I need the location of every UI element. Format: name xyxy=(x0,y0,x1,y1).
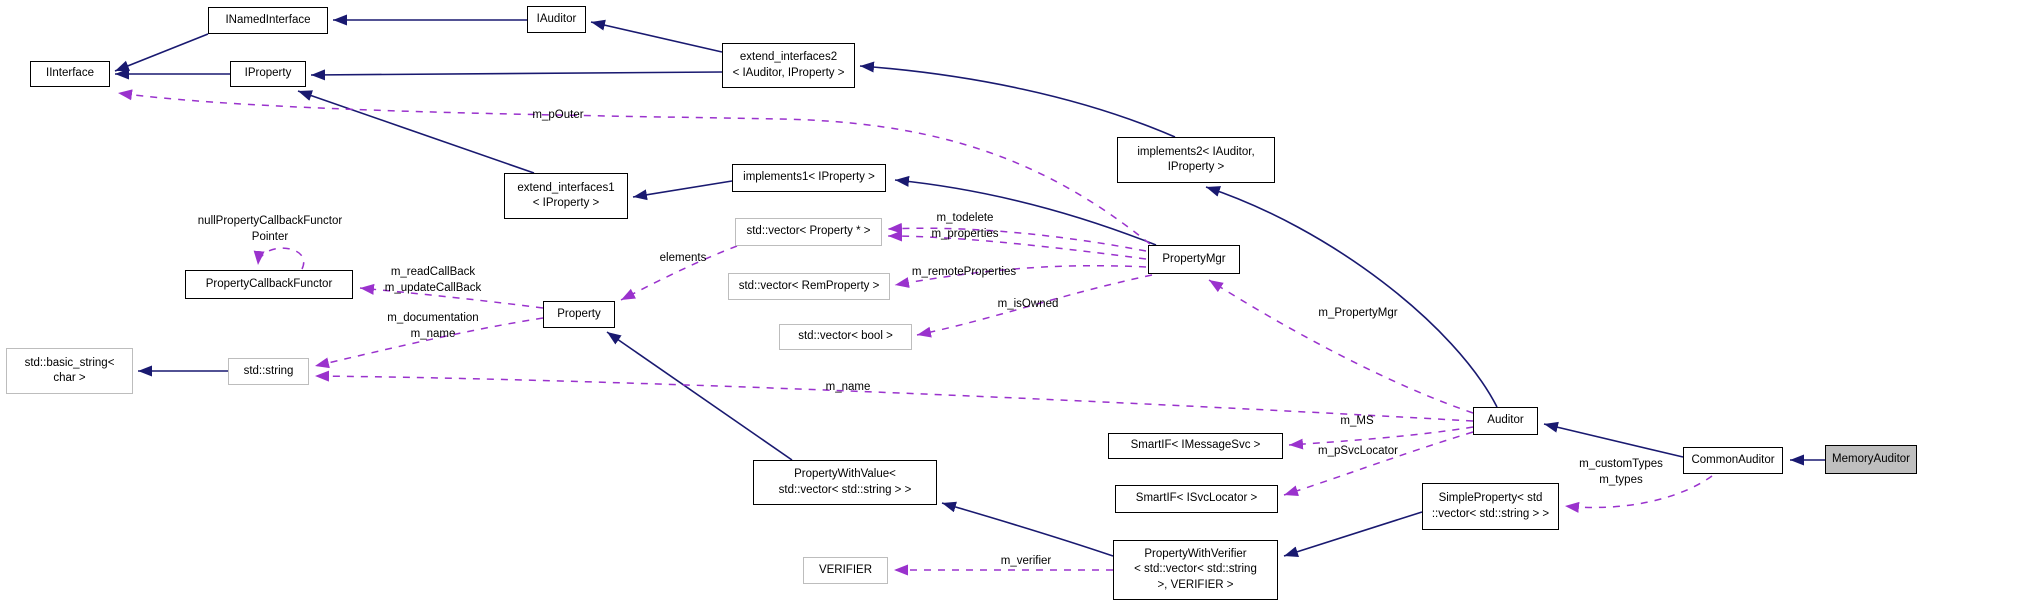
edge-simpleprop-to-pwverifier xyxy=(1283,511,1423,557)
edge-pwv-to-property xyxy=(606,331,793,461)
node-iproperty[interactable]: IProperty xyxy=(230,61,306,87)
edge-propmgr-to-iinterface-m-pouter xyxy=(117,89,1151,245)
edge-ext2-to-iproperty xyxy=(310,69,723,81)
edge-impl2-to-ext2 xyxy=(859,61,1176,138)
edge-common-to-auditor xyxy=(1543,421,1684,458)
edge-impl1-to-ext1 xyxy=(632,180,733,201)
node-property[interactable]: Property xyxy=(543,301,615,328)
edge-label-ms: m_MS xyxy=(1340,414,1374,427)
node-propertymgr[interactable]: PropertyMgr xyxy=(1148,245,1240,274)
edge-auditor-to-impl2 xyxy=(1205,186,1498,408)
edge-label-propertymgr: m_PropertyMgr xyxy=(1318,306,1398,319)
node-extend-interfaces1[interactable]: extend_interfaces1< IProperty > xyxy=(504,173,628,219)
edge-auditor-to-smartif-svc-psvclocator xyxy=(1283,431,1474,497)
edge-label-verifier: m_verifier xyxy=(1000,554,1052,567)
node-std-vector-bool[interactable]: std::vector< bool > xyxy=(779,324,912,350)
edge-pcf-self-nullfunctor xyxy=(253,247,305,270)
node-smartif-imessagesvc[interactable]: SmartIF< IMessageSvc > xyxy=(1108,433,1283,459)
node-memoryauditor[interactable]: MemoryAuditor xyxy=(1825,445,1917,474)
edge-label-psvclocator: m_pSvcLocator xyxy=(1318,444,1398,457)
edge-pwverifier-to-pwv xyxy=(941,501,1114,557)
edge-propmgr-to-vecprop-todelete xyxy=(887,222,1147,252)
node-propertycallbackfunctor[interactable]: PropertyCallbackFunctor xyxy=(185,270,353,299)
edge-label-elements: elements xyxy=(659,251,707,264)
edge-common-to-simpleprop-customtypes xyxy=(1564,475,1713,513)
edge-label-m-pouter: m_pOuter xyxy=(532,108,584,121)
node-propertywithvalue[interactable]: PropertyWithValue<std::vector< std::stri… xyxy=(753,460,937,505)
edge-ext1-to-iproperty xyxy=(297,90,535,174)
node-extend-interfaces2[interactable]: extend_interfaces2< IAuditor, IProperty … xyxy=(722,43,855,88)
node-std-string[interactable]: std::string xyxy=(228,358,309,385)
node-smartif-isvclocator[interactable]: SmartIF< ISvcLocator > xyxy=(1115,485,1278,513)
node-implements2[interactable]: implements2< IAuditor,IProperty > xyxy=(1117,137,1275,183)
edge-label-name: m_name xyxy=(825,380,871,393)
node-simpleproperty[interactable]: SimpleProperty< std::vector< std::string… xyxy=(1422,483,1559,530)
node-propertywithverifier[interactable]: PropertyWithVerifier< std::vector< std::… xyxy=(1113,540,1278,600)
edge-ext2-to-iauditor xyxy=(590,19,723,53)
node-commonauditor[interactable]: CommonAuditor xyxy=(1683,447,1783,474)
node-verifier[interactable]: VERIFIER xyxy=(803,557,888,584)
edge-propmgr-to-vecbool-isowned xyxy=(916,274,1153,338)
node-std-vector-property[interactable]: std::vector< Property * > xyxy=(735,218,882,246)
edge-auditor-to-propmgr-propertymgr xyxy=(1208,279,1474,414)
edge-auditor-to-smartif-msg-ms xyxy=(1288,426,1474,450)
node-auditor[interactable]: Auditor xyxy=(1473,407,1538,435)
node-iauditor[interactable]: IAuditor xyxy=(527,6,586,33)
edge-propmgr-to-impl1 xyxy=(894,175,1157,246)
edge-inamedinterface-to-iinterface xyxy=(114,33,209,72)
edge-propmgr-to-vecprop-properties xyxy=(887,230,1147,260)
node-inamedinterface[interactable]: INamedInterface xyxy=(208,7,328,34)
node-std-basic-string[interactable]: std::basic_string<char > xyxy=(6,348,133,394)
edge-auditor-to-stdstring-name xyxy=(314,370,1474,422)
edge-property-to-stdstring-doc-name xyxy=(314,317,544,369)
edge-label-isowned: m_isOwned xyxy=(997,297,1059,310)
node-std-vector-remproperty[interactable]: std::vector< RemProperty > xyxy=(728,273,890,300)
node-implements1[interactable]: implements1< IProperty > xyxy=(732,164,886,192)
edge-label-remoteproperties: m_remoteProperties xyxy=(911,265,1017,278)
edge-vecprop-to-property-elements xyxy=(620,245,738,301)
node-iinterface[interactable]: IInterface xyxy=(30,61,110,87)
edge-propmgr-to-vecrem-remoteproperties xyxy=(894,264,1147,288)
